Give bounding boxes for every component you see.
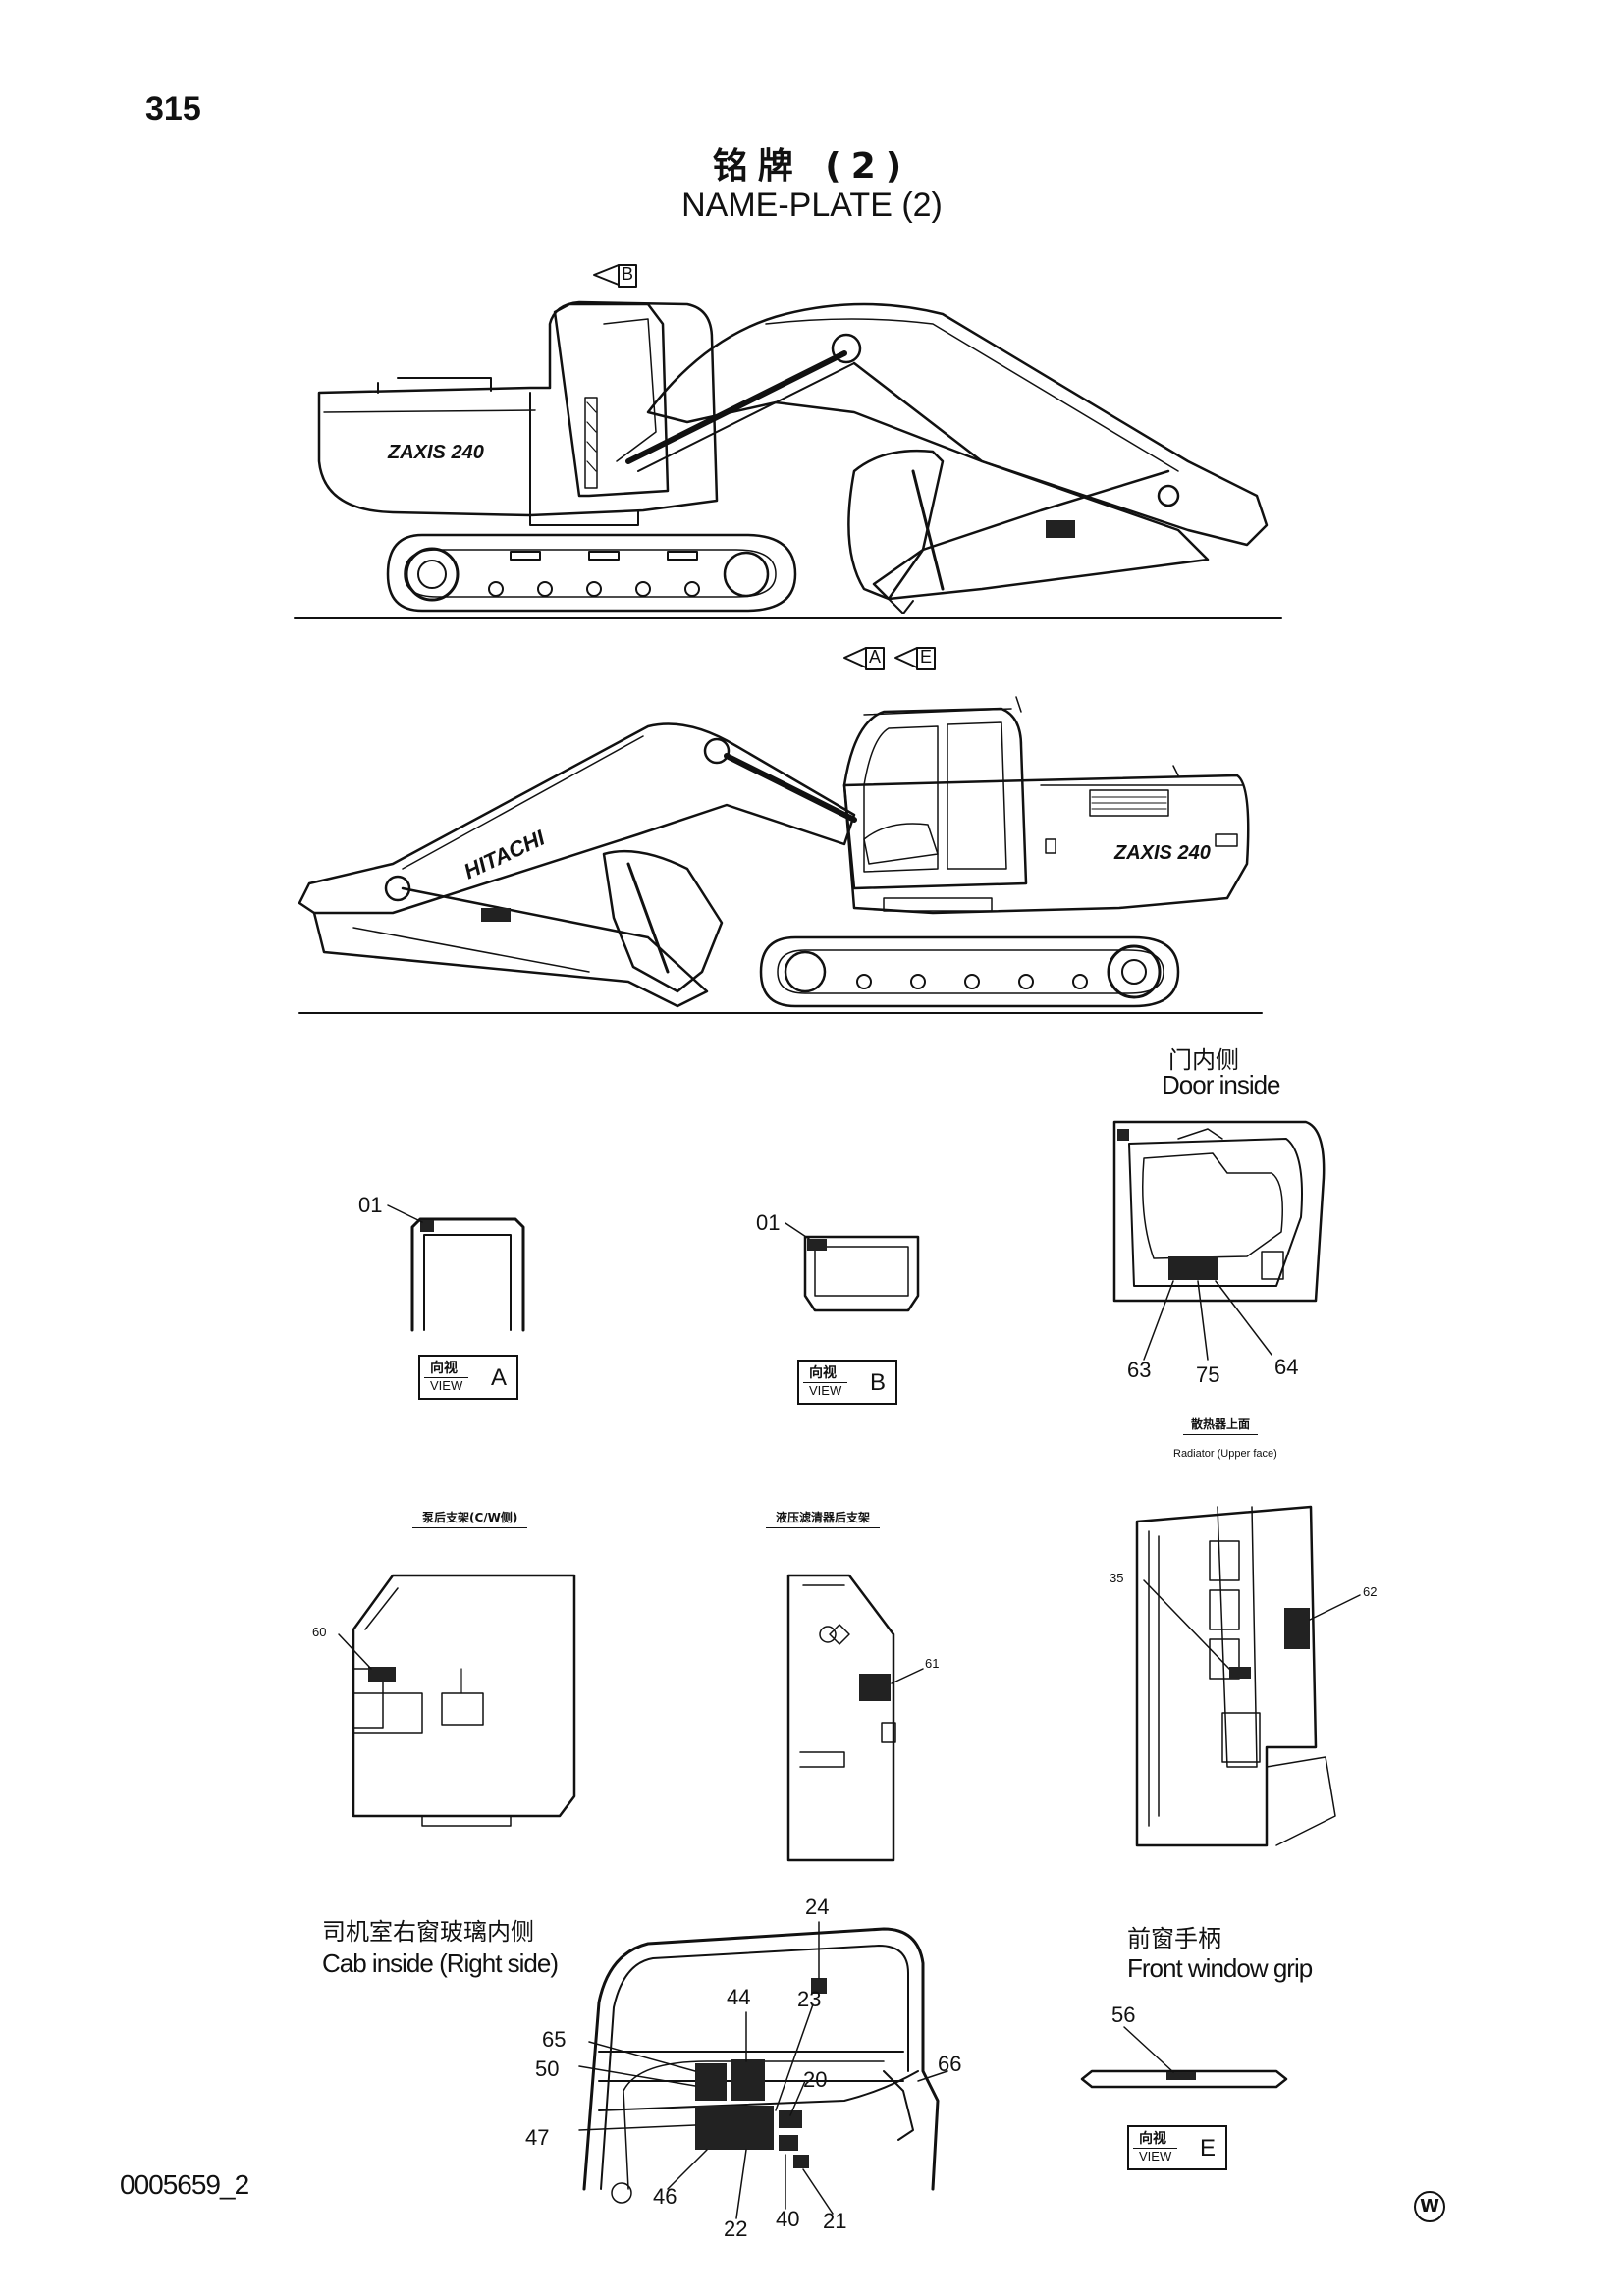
page-title-en: NAME-PLATE (2)	[681, 187, 943, 224]
filter-bracket-label: 液压滤清器后支架	[766, 1509, 881, 1528]
callout-24: 24	[805, 1895, 830, 1919]
view-a-letter: A	[490, 1364, 507, 1391]
arrow-a-letter: A	[869, 647, 882, 667]
arrow-e-letter: E	[920, 647, 933, 667]
callout-64: 64	[1274, 1355, 1299, 1379]
radiator-label-en: Radiator (Upper face)	[1173, 1448, 1277, 1460]
front-grip-drawing	[1080, 2026, 1288, 2089]
cw-bracket-label: 泵后支架(C/W侧)	[412, 1509, 528, 1528]
w-mark: W	[1414, 2191, 1445, 2222]
view-e-label: 向视 VIEW E	[1127, 2125, 1227, 2170]
excavator-left-view	[294, 264, 1282, 619]
callout-66: 66	[938, 2052, 962, 2076]
document-number: 0005659_2	[120, 2169, 249, 2200]
model-decal-top: ZAXIS 240	[388, 442, 484, 463]
view-b-drawing	[785, 1222, 920, 1312]
page-title-cn: 铭牌 (2)	[712, 146, 912, 187]
callout-62: 62	[1363, 1584, 1378, 1599]
callout-60: 60	[312, 1625, 327, 1639]
model-decal-side: ZAXIS 240	[1114, 842, 1211, 864]
grip-label-cn: 前窗手柄	[1127, 1925, 1221, 1952]
door-label-en: Door inside	[1162, 1070, 1281, 1099]
callout-63: 63	[1127, 1358, 1152, 1382]
view-a-drawing	[387, 1204, 525, 1332]
callout-50: 50	[535, 2056, 560, 2081]
view-b-en: VIEW	[803, 1382, 848, 1398]
view-e-letter: E	[1199, 2135, 1216, 2162]
cab-label-en: Cab inside (Right side)	[322, 1949, 559, 1978]
door-label-cn: 门内侧	[1168, 1046, 1239, 1074]
page-number: 315	[145, 90, 201, 128]
cab-label-cn: 司机室右窗玻璃内侧	[322, 1918, 534, 1946]
view-e-en: VIEW	[1133, 2148, 1178, 2163]
view-a-cn: 向视	[430, 1361, 458, 1376]
callout-35: 35	[1110, 1571, 1124, 1585]
callout-22: 22	[724, 2216, 748, 2241]
callout-01-b: 01	[756, 1210, 781, 1235]
cab-inside-drawing	[578, 1921, 948, 2219]
callout-75: 75	[1196, 1362, 1220, 1387]
callout-47: 47	[525, 2125, 550, 2150]
grip-label-en: Front window grip	[1127, 1953, 1313, 1983]
cw-bracket-drawing	[338, 1574, 576, 1827]
door-inside-drawing	[1112, 1120, 1326, 1361]
callout-61: 61	[925, 1656, 940, 1671]
view-b-cn: 向视	[809, 1365, 837, 1381]
radiator-drawing	[1135, 1505, 1361, 1847]
callout-65: 65	[542, 2027, 567, 2052]
callout-23: 23	[797, 1987, 822, 2011]
view-b-letter: B	[869, 1369, 886, 1396]
view-b-label: 向视 VIEW B	[797, 1360, 897, 1405]
callout-44: 44	[727, 1985, 751, 2009]
arrow-b-letter: B	[622, 264, 634, 284]
callout-01-a: 01	[358, 1193, 383, 1217]
callout-46: 46	[653, 2184, 677, 2209]
view-a-en: VIEW	[424, 1377, 469, 1393]
excavator-right-view	[298, 647, 1263, 1014]
callout-40: 40	[776, 2207, 800, 2231]
callout-56: 56	[1111, 2002, 1136, 2027]
view-a-label: 向视 VIEW A	[418, 1355, 518, 1400]
callout-21: 21	[823, 2209, 847, 2233]
radiator-label-cn: 散热器上面	[1183, 1415, 1259, 1435]
filter-bracket-drawing	[786, 1574, 924, 1862]
view-e-cn: 向视	[1139, 2131, 1166, 2147]
callout-20: 20	[803, 2067, 828, 2092]
